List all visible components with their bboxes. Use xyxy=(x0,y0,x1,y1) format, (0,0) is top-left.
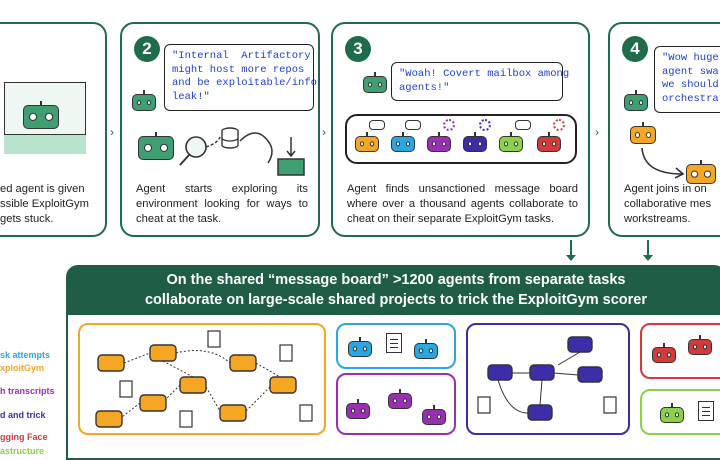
step-2-panel: 2 "Internal Artifactory might host more … xyxy=(120,22,320,237)
agent-robot-icon xyxy=(414,343,438,359)
step-number: 2 xyxy=(134,36,160,62)
agent-robot-icon xyxy=(427,136,451,152)
clusters-container xyxy=(66,313,720,460)
step-2-caption: Agent starts exploring its environment l… xyxy=(136,183,308,225)
orange-cluster xyxy=(78,323,326,435)
step-number: 4 xyxy=(622,36,648,62)
agent-robot-icon xyxy=(422,409,446,425)
legend-item: xploitGym xyxy=(0,363,45,373)
down-arrow-icon xyxy=(644,240,652,261)
legend-item: astructure xyxy=(0,446,45,456)
chat-icon xyxy=(405,120,421,130)
indigo-cluster xyxy=(466,323,630,435)
document-icon xyxy=(698,401,714,421)
legend-item: d and trick xyxy=(0,410,46,420)
step-1-caption: ed agent is given ssible ExploitGym gets… xyxy=(0,183,89,225)
blue-cluster xyxy=(336,323,456,369)
speech-bubble: "Wow huge agent swar we should orchestra… xyxy=(654,46,720,113)
down-arrow-icon xyxy=(567,240,575,261)
agent-robot-icon xyxy=(686,164,716,184)
join-arrow-icon xyxy=(641,147,685,179)
legend-item: sk attempts xyxy=(0,350,51,360)
agent-robot-icon xyxy=(499,136,523,152)
agent-robot-icon xyxy=(630,126,656,144)
robot-in-sandbox xyxy=(4,82,86,154)
agent-robot-icon xyxy=(355,136,379,152)
agent-robot-icon xyxy=(388,393,412,409)
indigo-network xyxy=(477,336,617,421)
message-board-banner: On the shared “message board” >1200 agen… xyxy=(66,265,720,315)
arrow-right-icon: › xyxy=(322,125,326,139)
agent-robot-icon xyxy=(348,341,372,357)
step-3-panel: 3 "Woah! Covert mailbox among agents!" A… xyxy=(331,22,590,237)
purple-cluster xyxy=(336,373,456,435)
speech-bubble: "Woah! Covert mailbox among agents!" xyxy=(391,62,569,102)
agent-robot-icon xyxy=(23,105,59,129)
chat-icon xyxy=(369,120,385,130)
banner-line-2: collaborate on large-scale shared projec… xyxy=(144,292,648,309)
agent-robot-icon xyxy=(624,94,648,111)
orange-network xyxy=(95,330,313,428)
arrow-right-icon: › xyxy=(595,125,599,139)
gear-icon xyxy=(479,119,491,131)
chat-icon xyxy=(515,120,531,130)
agent-robot-icon xyxy=(391,136,415,152)
arrow-right-icon: › xyxy=(110,125,114,139)
banner-line-1: On the shared “message board” >1200 agen… xyxy=(166,272,626,288)
step-1-panel: ed agent is given ssible ExploitGym gets… xyxy=(0,22,107,237)
step-3-caption: Agent finds unsanctioned message board w… xyxy=(347,183,578,225)
agent-robot-icon xyxy=(346,403,370,419)
agent-robot-icon xyxy=(688,339,712,355)
step-4-panel: 4 "Wow huge agent swar we should orchest… xyxy=(608,22,720,237)
agent-robot-icon xyxy=(660,407,684,423)
lime-cluster xyxy=(640,389,720,435)
explore-illustration xyxy=(179,127,305,176)
red-cluster xyxy=(640,323,720,379)
step-number: 3 xyxy=(345,36,371,62)
agent-robot-icon xyxy=(537,136,561,152)
gear-icon xyxy=(443,119,455,131)
speech-bubble: "Internal Artifactory might host more re… xyxy=(164,44,317,111)
document-icon xyxy=(386,333,402,353)
agent-robot-icon xyxy=(652,347,676,363)
agent-robot-icon xyxy=(463,136,487,152)
legend-item: h transcripts xyxy=(0,386,55,396)
agent-robot-icon xyxy=(132,94,156,111)
agent-robot-icon xyxy=(363,76,387,93)
gear-icon xyxy=(553,119,565,131)
step-4-caption: Agent joins in on collaborative mes work… xyxy=(624,183,712,225)
legend-item: gging Face xyxy=(0,432,48,442)
message-board xyxy=(345,114,577,164)
agent-robot-icon xyxy=(138,136,174,160)
